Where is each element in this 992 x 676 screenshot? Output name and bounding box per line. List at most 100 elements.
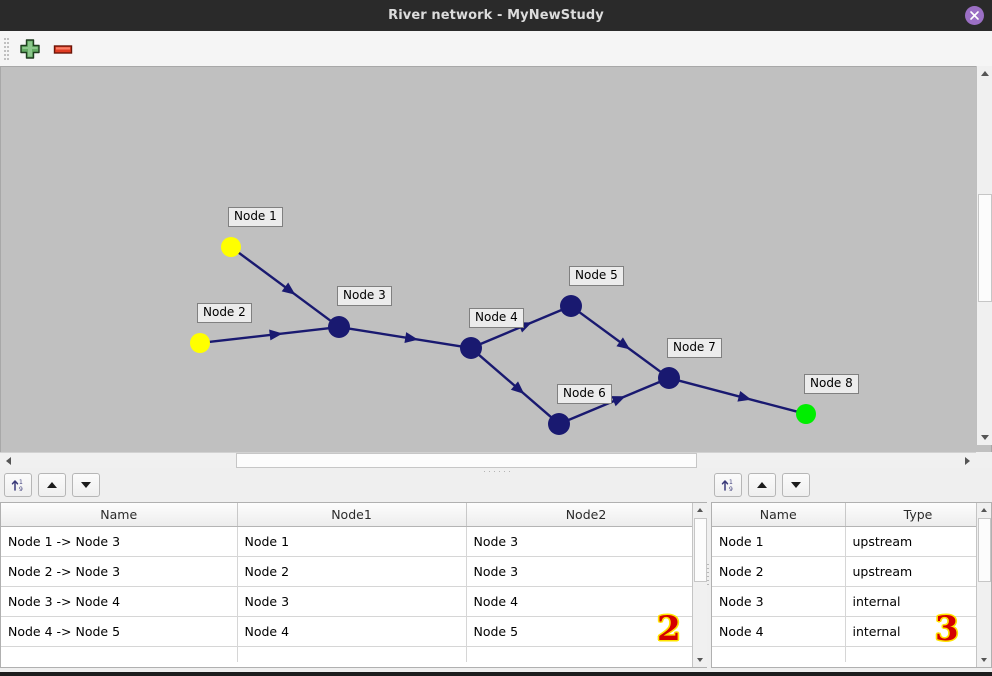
graph-node-node-5[interactable]	[560, 295, 582, 317]
column-header-type[interactable]: Type	[845, 503, 991, 527]
graph-node-label-node-8[interactable]: Node 8	[804, 374, 859, 394]
table-cell[interactable]: Node 4	[237, 616, 467, 647]
table-cell[interactable]: Node 3	[466, 556, 706, 587]
table-cell[interactable]: Node 3	[466, 526, 706, 557]
scroll-up-arrow-icon[interactable]	[977, 66, 992, 81]
graph-horizontal-scrollbar[interactable]	[0, 452, 976, 468]
table-cell[interactable]: upstream	[845, 556, 991, 587]
graph-node-node-8[interactable]	[796, 404, 816, 424]
scroll-left-arrow-icon[interactable]	[1, 453, 16, 468]
nodes-scroll-down-icon[interactable]	[977, 653, 991, 667]
graph-edge[interactable]	[208, 326, 330, 344]
column-header-node1[interactable]: Node1	[237, 503, 467, 527]
table-cell[interactable]: Node 1	[712, 526, 846, 557]
graph-edge[interactable]	[348, 327, 462, 348]
graph-node-label-node-5[interactable]: Node 5	[569, 266, 624, 286]
graph-edge-arrow-icon	[616, 337, 631, 350]
table-cell[interactable]: upstream	[845, 526, 991, 557]
table-empty-cell	[845, 646, 991, 662]
graph-node-node-6[interactable]	[548, 413, 570, 435]
nodes-table-scrollbar[interactable]	[976, 503, 991, 667]
graph-edge[interactable]	[237, 251, 332, 323]
add-element-button[interactable]	[17, 36, 43, 62]
nodes-scrollbar-thumb[interactable]	[978, 518, 991, 582]
table-cell[interactable]: Node 2	[712, 556, 846, 587]
close-icon[interactable]	[965, 6, 984, 25]
graph-node-label-node-1[interactable]: Node 1	[228, 207, 283, 227]
horizontal-scrollbar-thumb[interactable]	[236, 453, 697, 468]
svg-text:1: 1	[19, 479, 23, 486]
table-cell[interactable]: Node 2 -> Node 3	[1, 556, 238, 587]
scroll-right-arrow-icon[interactable]	[960, 453, 975, 468]
nodes-sort-button[interactable]: 1 9	[714, 473, 742, 497]
toolbar-grip[interactable]	[4, 38, 9, 60]
column-header-name[interactable]: Name	[712, 503, 846, 527]
nodes-pane-toolbar: 1 9	[714, 473, 988, 499]
table-cell[interactable]: Node 3	[712, 586, 846, 617]
svg-text:9: 9	[729, 486, 733, 493]
column-header-node2[interactable]: Node2	[466, 503, 706, 527]
graph-node-node-1[interactable]	[221, 237, 241, 257]
red-rectangle-delete-icon	[53, 45, 73, 54]
graph-node-label-node-7[interactable]: Node 7	[667, 338, 722, 358]
main-toolbar	[0, 31, 992, 67]
table-cell[interactable]: Node 3	[237, 586, 467, 617]
table-cell[interactable]: internal	[845, 586, 991, 617]
reaches-move-up-button[interactable]	[38, 473, 66, 497]
graph-node-label-node-6[interactable]: Node 6	[557, 384, 612, 404]
delete-element-button[interactable]	[50, 36, 76, 62]
reaches-scroll-up-icon[interactable]	[693, 503, 707, 517]
column-header-name[interactable]: Name	[1, 503, 238, 527]
svg-text:9: 9	[19, 486, 23, 493]
table-cell[interactable]: Node 3 -> Node 4	[1, 586, 238, 617]
graph-node-label-node-3[interactable]: Node 3	[337, 286, 392, 306]
nodes-scroll-up-icon[interactable]	[977, 503, 991, 517]
close-x-glyph	[970, 11, 979, 20]
graph-vertical-scrollbar[interactable]	[976, 66, 992, 445]
table-cell[interactable]: Node 5	[466, 616, 706, 647]
nodes-move-down-button[interactable]	[782, 473, 810, 497]
table-cell[interactable]: Node 4	[466, 586, 706, 617]
graph-node-label-node-2[interactable]: Node 2	[197, 303, 252, 323]
scroll-down-arrow-icon[interactable]	[977, 430, 992, 445]
graph-node-node-2[interactable]	[190, 333, 210, 353]
nodes-move-up-button[interactable]	[748, 473, 776, 497]
graph-edge-arrow-icon	[510, 381, 525, 395]
sort-ascending-icon: 1 9	[715, 474, 741, 496]
table-cell[interactable]: Node 4	[712, 616, 846, 647]
table-cell[interactable]: Node 1	[237, 526, 467, 557]
table-cell[interactable]: internal	[845, 616, 991, 647]
table-cell[interactable]: Node 4 -> Node 5	[1, 616, 238, 647]
graph-node-node-7[interactable]	[658, 367, 680, 389]
river-network-graph[interactable]	[1, 67, 976, 445]
vertical-scrollbar-thumb[interactable]	[978, 194, 992, 302]
reaches-move-down-button[interactable]	[72, 473, 100, 497]
river-network-graph-panel[interactable]: Node 1 Node 2 Node 3 Node 4 Node 5 Node 6 Node…	[0, 66, 992, 461]
scrollbar-corner	[976, 452, 992, 468]
graph-node-node-4[interactable]	[460, 337, 482, 359]
window-title: River network - MyNewStudy	[388, 8, 604, 23]
graph-node-label-node-4[interactable]: Node 4	[469, 308, 524, 328]
reaches-scroll-down-icon[interactable]	[693, 653, 707, 667]
table-cell[interactable]: Node 1 -> Node 3	[1, 526, 238, 557]
table-cell[interactable]: Node 2	[237, 556, 467, 587]
reaches-sort-button[interactable]: 1 9	[4, 473, 32, 497]
reaches-table-scrollbar[interactable]	[692, 503, 707, 667]
reaches-scrollbar-thumb[interactable]	[694, 518, 707, 582]
graph-edge[interactable]	[678, 379, 798, 413]
vertical-splitter[interactable]	[707, 502, 711, 668]
sort-ascending-icon: 1 9	[5, 474, 31, 496]
graph-node-node-3[interactable]	[328, 316, 350, 338]
